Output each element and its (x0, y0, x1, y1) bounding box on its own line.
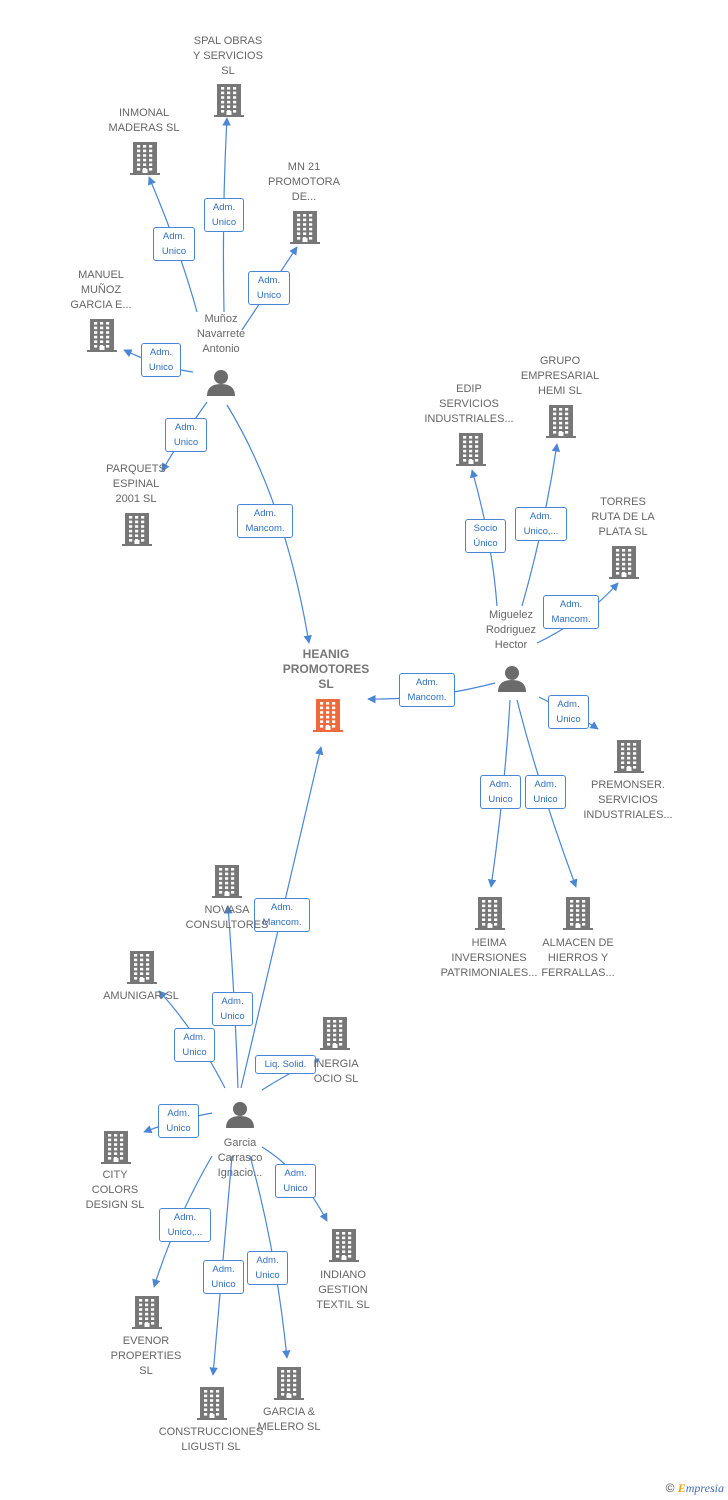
edge-label-miguelez-to-torres[interactable]: Adm. Mancom. (543, 595, 599, 629)
edge-label-miguelez-to-almacen[interactable]: Adm. Unico (525, 775, 566, 809)
building-icon-garciamelero[interactable] (274, 1367, 304, 1400)
building-icon-construcciones[interactable] (197, 1387, 227, 1420)
edge-label-garcia-to-inergia[interactable]: Liq. Solid. (255, 1055, 316, 1074)
building-icon-amunigar[interactable] (127, 951, 157, 984)
building-icon-torres[interactable] (609, 546, 639, 579)
empresia-logo[interactable]: Empresia (678, 1481, 724, 1495)
edge-label-garcia-to-garciamelero[interactable]: Adm. Unico (247, 1251, 288, 1285)
edges-layer (123, 117, 619, 1376)
person-icon-munoz[interactable] (207, 370, 235, 396)
building-icon-indiano[interactable] (329, 1229, 359, 1262)
building-icon-mn21[interactable] (290, 211, 320, 244)
footer-brand: © Empresia (666, 1481, 724, 1496)
logo-initial: E (677, 1481, 686, 1495)
icons-layer (87, 84, 644, 1420)
node-label-amunigar[interactable]: AMUNIGAR SL (103, 990, 179, 1002)
building-icon-citycolors[interactable] (101, 1131, 131, 1164)
edge-label-garcia-to-novasa[interactable]: Adm. Unico (212, 992, 253, 1026)
building-icon-evenor[interactable] (132, 1296, 162, 1329)
person-icon-miguelez[interactable] (498, 666, 526, 692)
edge-label-garcia-to-indiano[interactable]: Adm. Unico (275, 1164, 316, 1198)
building-icon-parquets[interactable] (122, 513, 152, 546)
edge-label-garcia-to-heanig[interactable]: Adm. Mancom. (254, 898, 310, 932)
edge-label-miguelez-to-heanig[interactable]: Adm. Mancom. (399, 673, 455, 707)
building-icon-inmonal[interactable] (130, 142, 160, 175)
edge-label-miguelez-to-edip[interactable]: Socio Único (465, 519, 506, 553)
edge-label-garcia-to-construcciones[interactable]: Adm. Unico (203, 1260, 244, 1294)
person-icon-garcia[interactable] (226, 1102, 254, 1128)
edge-label-miguelez-to-heima[interactable]: Adm. Unico (480, 775, 521, 809)
edge-label-garcia-to-amunigar[interactable]: Adm. Unico (174, 1028, 215, 1062)
edge-label-garcia-to-evenor[interactable]: Adm. Unico,... (159, 1208, 211, 1242)
building-icon-inergia[interactable] (320, 1017, 350, 1050)
building-icon-grupo[interactable] (546, 405, 576, 438)
edge-label-garcia-to-citycolors[interactable]: Adm. Unico (158, 1104, 199, 1138)
copyright-symbol: © (665, 1481, 675, 1495)
building-icon-almacen[interactable] (563, 897, 593, 930)
edge-label-munoz-to-inmonal[interactable]: Adm. Unico (153, 227, 195, 261)
logo-rest: mpresia (685, 1481, 724, 1495)
edge-label-munoz-to-manuel[interactable]: Adm. Unico (141, 343, 181, 377)
edge-label-miguelez-to-premonser[interactable]: Adm. Unico (548, 695, 589, 729)
edge-label-munoz-to-mn21[interactable]: Adm. Unico (248, 271, 290, 305)
edge-label-munoz-to-heanig[interactable]: Adm. Mancom. (237, 504, 293, 538)
building-icon-heima[interactable] (475, 897, 505, 930)
edge-label-munoz-to-parquets[interactable]: Adm. Unico (165, 418, 207, 452)
node-label-garciamelero[interactable]: GARCIA &MELERO SL (257, 1406, 321, 1433)
building-icon-spal[interactable] (214, 84, 244, 117)
building-icon-premonser[interactable] (614, 740, 644, 773)
edge-label-miguelez-to-grupo[interactable]: Adm. Unico,... (515, 507, 567, 541)
edge-label-munoz-to-spal[interactable]: Adm. Unico (204, 198, 244, 232)
building-icon-novasa[interactable] (212, 865, 242, 898)
building-icon-heanig[interactable] (313, 699, 343, 732)
building-icon-edip[interactable] (456, 433, 486, 466)
building-icon-manuel[interactable] (87, 319, 117, 352)
